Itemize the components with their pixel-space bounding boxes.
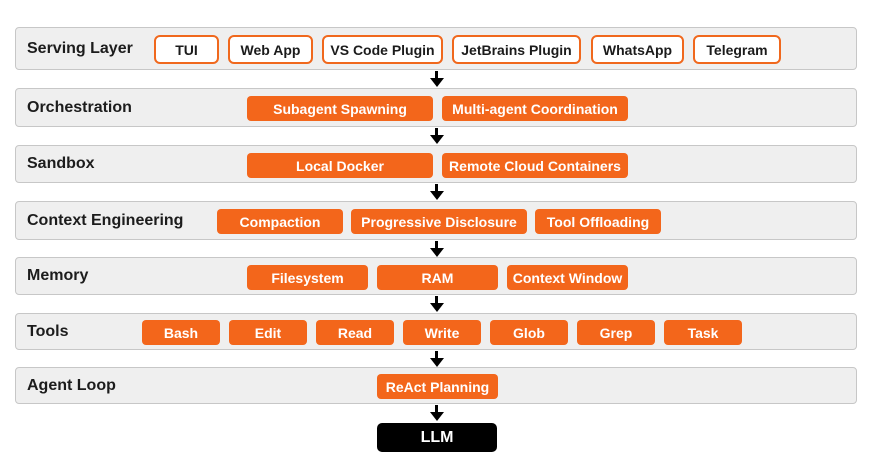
- chip-tool-offloading: Tool Offloading: [535, 209, 661, 234]
- down-arrow-icon: [430, 405, 444, 423]
- chip-write: Write: [403, 320, 481, 345]
- layer-label: Serving Layer: [27, 39, 133, 57]
- layer-label: Orchestration: [27, 98, 132, 116]
- layer-label: Agent Loop: [27, 376, 116, 394]
- chip-compaction: Compaction: [217, 209, 343, 234]
- down-arrow-icon: [430, 351, 444, 369]
- chip-progressive-disclosure: Progressive Disclosure: [351, 209, 527, 234]
- down-arrow-icon: [430, 184, 444, 202]
- chip-react-planning: ReAct Planning: [377, 374, 498, 399]
- chip-web-app: Web App: [228, 35, 313, 64]
- chip-context-window: Context Window: [507, 265, 628, 290]
- chip-jetbrains-plugin: JetBrains Plugin: [452, 35, 581, 64]
- layer-label: Tools: [27, 322, 69, 340]
- chip-filesystem: Filesystem: [247, 265, 368, 290]
- chip-bash: Bash: [142, 320, 220, 345]
- chip-whatsapp: WhatsApp: [591, 35, 684, 64]
- chip-subagent-spawning: Subagent Spawning: [247, 96, 433, 121]
- layer-orchestration: Orchestration Subagent Spawning Multi-ag…: [15, 88, 857, 127]
- chip-local-docker: Local Docker: [247, 153, 433, 178]
- chip-ram: RAM: [377, 265, 498, 290]
- down-arrow-icon: [430, 241, 444, 259]
- layer-label: Memory: [27, 267, 89, 284]
- chip-telegram: Telegram: [693, 35, 781, 64]
- layer-agent-loop: Agent Loop ReAct Planning: [15, 367, 857, 404]
- layer-sandbox: Sandbox Local Docker Remote Cloud Contai…: [15, 145, 857, 183]
- chip-multi-agent-coordination: Multi-agent Coordination: [442, 96, 628, 121]
- layer-tools: Tools Bash Edit Read Write Glob Grep Tas…: [15, 313, 857, 350]
- chip-task: Task: [664, 320, 742, 345]
- layer-label: Sandbox: [27, 155, 95, 172]
- chip-remote-cloud-containers: Remote Cloud Containers: [442, 153, 628, 178]
- chip-read: Read: [316, 320, 394, 345]
- chip-tui: TUI: [154, 35, 219, 64]
- chip-grep: Grep: [577, 320, 655, 345]
- layer-memory: Memory Filesystem RAM Context Window: [15, 257, 857, 295]
- chip-glob: Glob: [490, 320, 568, 345]
- layer-context-engineering: Context Engineering Compaction Progressi…: [15, 201, 857, 240]
- layer-label: Context Engineering: [27, 211, 184, 229]
- chip-vscode-plugin: VS Code Plugin: [322, 35, 443, 64]
- layer-serving: Serving Layer TUI Web App VS Code Plugin…: [15, 27, 857, 70]
- down-arrow-icon: [430, 128, 444, 146]
- down-arrow-icon: [430, 71, 444, 89]
- down-arrow-icon: [430, 296, 444, 314]
- llm-box: LLM: [377, 423, 497, 452]
- chip-edit: Edit: [229, 320, 307, 345]
